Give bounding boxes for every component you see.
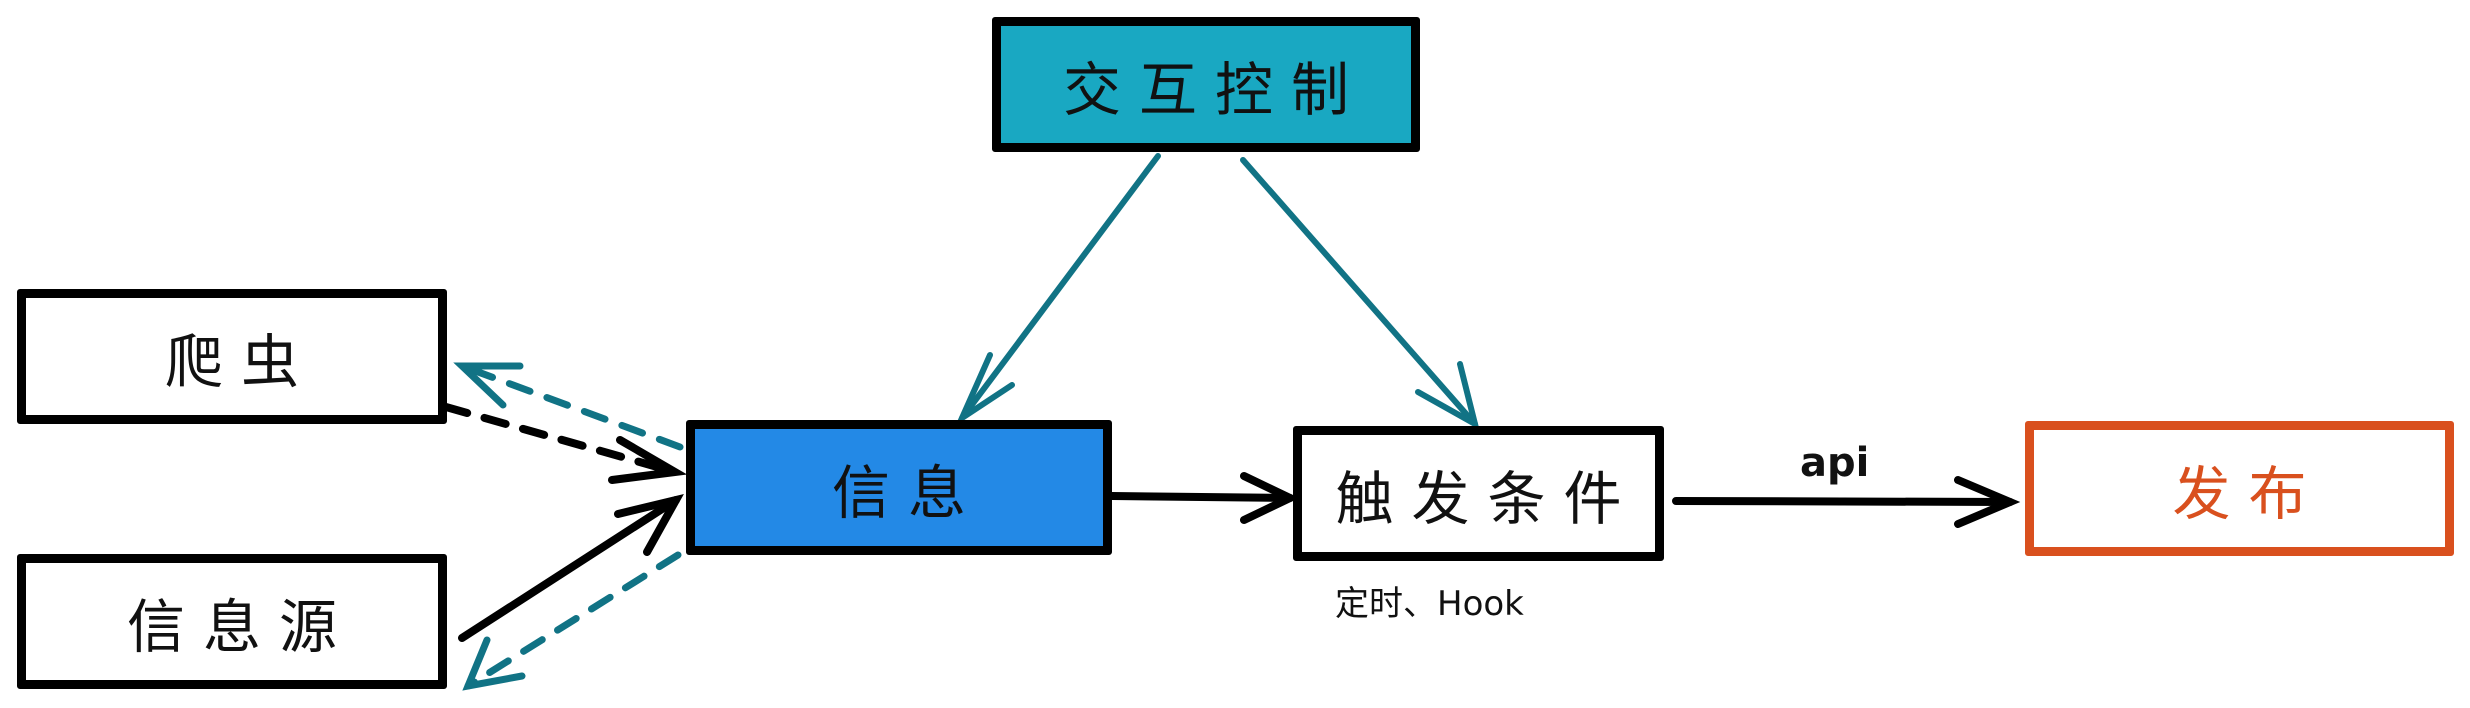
edge-control-to-trigger — [1240, 157, 1480, 431]
node-interaction-control[interactable]: 交互控制 — [992, 17, 1420, 152]
node-publish-label: 发布 — [2172, 459, 2325, 528]
node-information[interactable]: 信息 — [686, 420, 1112, 555]
node-crawler-label: 爬虫 — [164, 327, 317, 396]
edge-crawler-to-info — [442, 403, 688, 484]
node-info-source-label: 信息源 — [126, 592, 355, 661]
node-information-label: 信息 — [831, 458, 984, 527]
edge-info-to-source — [462, 551, 682, 691]
node-trigger-condition[interactable]: 触发条件 — [1293, 426, 1664, 561]
edge-source-to-info — [458, 493, 684, 642]
node-info-source[interactable]: 信息源 — [17, 554, 447, 689]
node-interaction-control-label: 交互控制 — [1062, 55, 1367, 124]
node-crawler[interactable]: 爬虫 — [17, 289, 447, 424]
node-trigger-condition-label: 触发条件 — [1335, 464, 1640, 533]
node-publish[interactable]: 发布 — [2025, 421, 2454, 556]
edge-control-to-info — [955, 153, 1161, 427]
edge-info-to-trigger — [1108, 472, 1300, 524]
edge-info-to-crawler — [453, 362, 684, 451]
trigger-note: 定时、Hook — [1335, 584, 1524, 624]
edge-trigger-to-publish — [1672, 476, 2021, 528]
api-label: api — [1800, 440, 1870, 486]
